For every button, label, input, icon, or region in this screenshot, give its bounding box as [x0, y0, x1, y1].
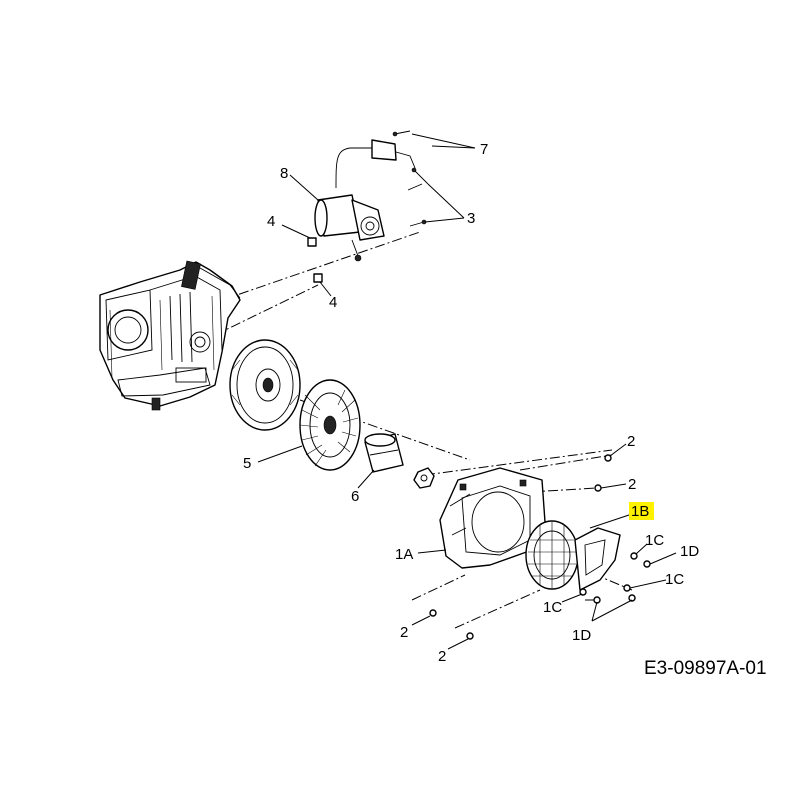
label-part-8: 8 — [280, 165, 288, 182]
leader-lines — [257, 133, 677, 650]
flywheel-nut — [413, 467, 435, 489]
diagram-reference-code: E3-09897A-01 — [644, 658, 767, 679]
label-part-2-bottom: 2 — [438, 648, 446, 665]
label-part-1c-left: 1C — [543, 599, 562, 616]
label-part-4-upper: 4 — [267, 213, 275, 230]
blower-housing — [439, 467, 546, 569]
label-part-2-lower-left: 2 — [400, 624, 408, 641]
label-part-7: 7 — [480, 141, 488, 158]
small-fasteners — [429, 454, 651, 640]
starter-bolts — [307, 130, 429, 283]
label-part-2-upper-right: 2 — [627, 433, 635, 450]
starter-motor — [314, 139, 416, 262]
starter-cup — [364, 433, 404, 473]
label-part-5: 5 — [243, 455, 251, 472]
label-part-1a: 1A — [395, 546, 413, 563]
cooling-fan — [299, 379, 361, 471]
label-part-1c-right: 1C — [665, 571, 684, 588]
label-part-1c-top: 1C — [645, 532, 664, 549]
highlight-1b — [629, 502, 654, 520]
part-labels: 7 8 3 4 4 5 6 2 2 1B 1A 1C 1D 1C 1C 1D 2… — [243, 141, 699, 665]
label-part-2-mid-right: 2 — [628, 476, 636, 493]
engine-block — [99, 260, 241, 411]
label-part-3: 3 — [467, 210, 475, 227]
flywheel-ring — [229, 339, 301, 431]
label-part-1b: 1B — [631, 503, 649, 520]
recoil-starter — [525, 520, 621, 591]
label-part-1d-bottom: 1D — [572, 627, 591, 644]
label-part-4-lower: 4 — [329, 294, 337, 311]
label-part-1d-right: 1D — [680, 543, 699, 560]
label-part-6: 6 — [351, 488, 359, 505]
